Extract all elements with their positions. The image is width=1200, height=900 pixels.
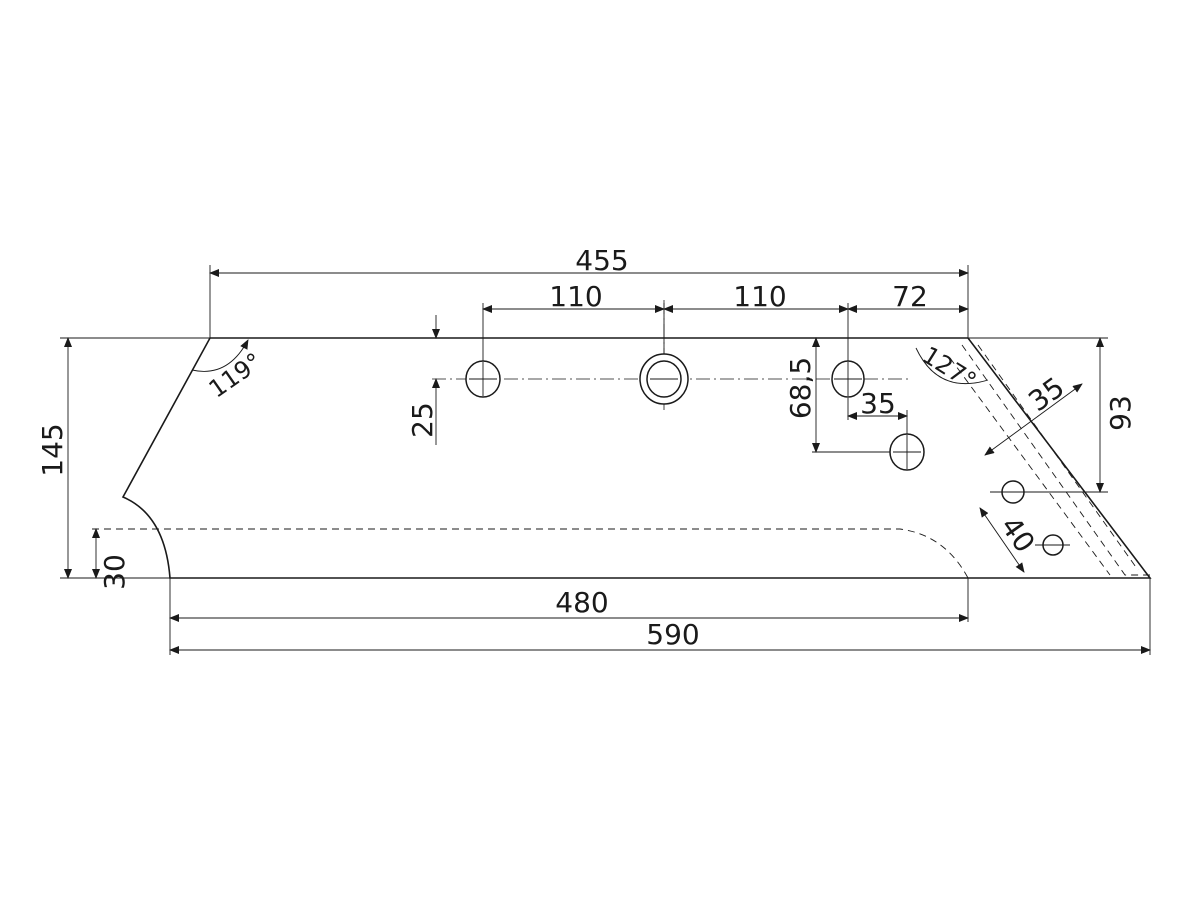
dim-110-right: 110 [733, 280, 786, 313]
dim-110-left: 110 [549, 280, 602, 313]
dimension-lines [64, 269, 1151, 654]
dim-455: 455 [575, 244, 628, 277]
dim-93: 93 [1104, 395, 1137, 431]
dim-145: 145 [36, 423, 69, 476]
hole-2-countersunk [639, 353, 689, 405]
angle-119: 119° [204, 347, 267, 403]
dim-68-5: 68,5 [784, 357, 817, 419]
dim-72: 72 [892, 280, 928, 313]
hole-4 [889, 433, 925, 471]
dim-35-lower: 35 [860, 387, 896, 420]
hole-1 [465, 360, 501, 398]
part-outline [121, 337, 1152, 579]
dim-25: 25 [406, 402, 439, 438]
dimension-texts: 455 110 110 72 25 68,5 35 145 30 480 590… [36, 244, 1137, 651]
dim-35-heel: 35 [1022, 370, 1070, 418]
dim-480: 480 [555, 586, 608, 619]
heel-hole-lower [1035, 534, 1070, 556]
hidden-lines [92, 344, 1150, 579]
dim-40: 40 [994, 510, 1041, 558]
dim-30: 30 [98, 554, 131, 590]
dim-590: 590 [646, 618, 699, 651]
